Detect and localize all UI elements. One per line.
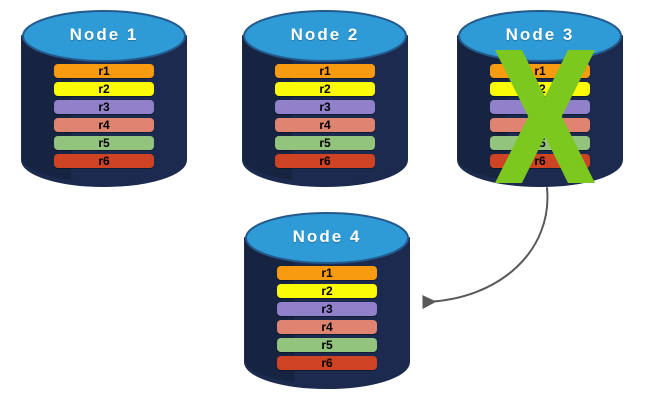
record-bar: r4 — [53, 118, 154, 132]
record-bar: r5 — [53, 136, 154, 150]
record-bar: r3 — [53, 100, 154, 114]
record-bar: r5 — [276, 338, 377, 352]
record-bar: r1 — [274, 64, 375, 78]
record-bar: r2 — [274, 82, 375, 96]
record-bar: r6 — [276, 356, 377, 370]
record-bar: r1 — [276, 266, 377, 280]
record-bar: r5 — [274, 136, 375, 150]
record-bar: r2 — [276, 284, 377, 298]
cylinder-top-ellipse — [245, 212, 409, 264]
record-bar: r2 — [53, 82, 154, 96]
record-bar: r1 — [489, 64, 590, 78]
record-bar: r6 — [489, 154, 590, 168]
cylinder-top-ellipse — [458, 10, 622, 62]
cylinder-top-ellipse — [243, 10, 407, 62]
record-bar: r4 — [274, 118, 375, 132]
record-bar: r6 — [53, 154, 154, 168]
record-bar: r4 — [489, 118, 590, 132]
record-bar: r2 — [489, 82, 590, 96]
record-bar: r3 — [276, 302, 377, 316]
record-bar: r3 — [489, 100, 590, 114]
record-bar: r1 — [53, 64, 154, 78]
record-bar: r4 — [276, 320, 377, 334]
record-bar: r5 — [489, 136, 590, 150]
cylinder-top-ellipse — [22, 10, 186, 62]
record-bar: r3 — [274, 100, 375, 114]
record-bar: r6 — [274, 154, 375, 168]
